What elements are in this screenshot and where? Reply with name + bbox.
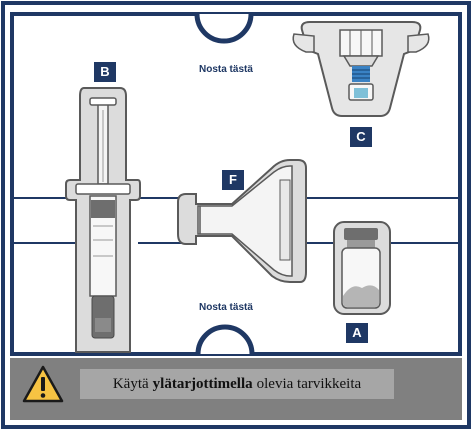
warning-text-before: Käytä — [112, 375, 149, 392]
lift-here-bottom: Nosta tästä — [199, 302, 253, 313]
top-finger-notch — [194, 13, 254, 44]
vial-cavity — [333, 221, 391, 315]
label-c: C — [350, 127, 372, 147]
tray-channel-lines — [12, 197, 460, 244]
needle-cavity — [292, 21, 430, 117]
warning-text-after: olevia tarvikkeita — [256, 375, 362, 392]
label-f: F — [222, 170, 244, 190]
vial-adapter-cavity — [177, 159, 307, 283]
warning-icon — [22, 365, 64, 403]
bottom-finger-notch — [195, 324, 255, 355]
syringe-cavity — [65, 87, 141, 353]
label-b: B — [94, 62, 116, 82]
warning-text-bold: ylätarjottimella — [152, 375, 253, 392]
lift-here-top: Nosta tästä — [199, 64, 253, 75]
label-a: A — [346, 323, 368, 343]
